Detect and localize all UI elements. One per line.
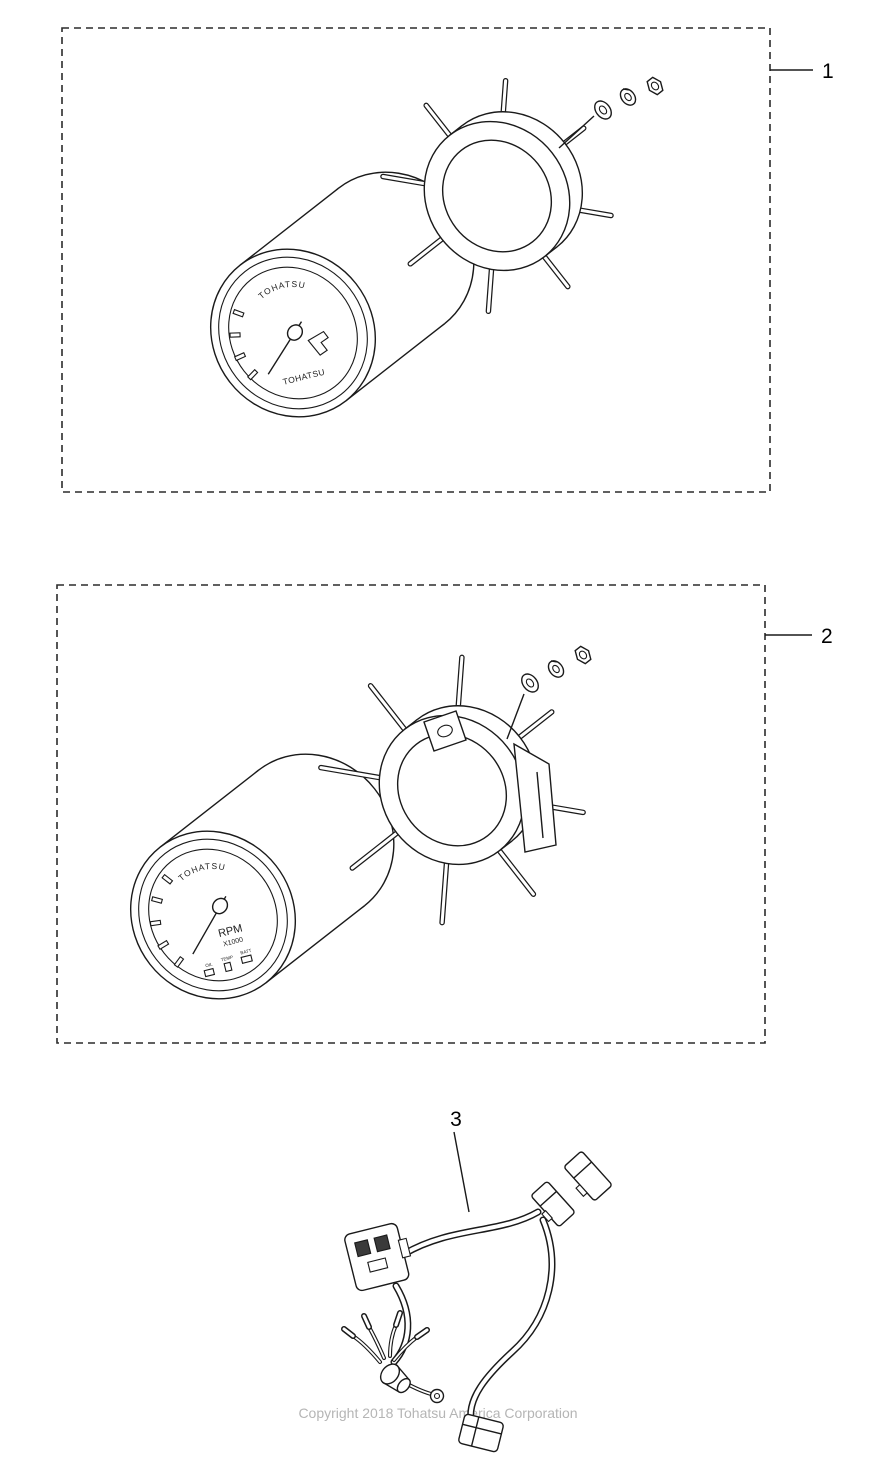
item2-fasteners: [521, 645, 592, 693]
bracket2-flange: [513, 742, 557, 853]
item3-wiring-harness: [341, 1151, 612, 1453]
bracket2-ring-hole: [396, 733, 508, 847]
item1-flat-washer: [594, 100, 612, 120]
item2-mounting-bracket: [318, 654, 586, 926]
bracket2-tab-hole: [437, 724, 453, 738]
harness-main-connector: [344, 1222, 412, 1292]
harness-spade-connector-1: [531, 1181, 575, 1227]
gauge2-dial-face: [148, 848, 278, 982]
gauge2-oil-label: OIL: [205, 962, 214, 969]
item1-mounting-bracket: [380, 77, 614, 315]
item2-flat-washer: [521, 673, 539, 693]
callout-2-label: 2: [821, 625, 833, 648]
callout-3-label: 3: [450, 1108, 462, 1131]
harness-bottom-connector: [458, 1413, 504, 1453]
trim-position-icon: [307, 330, 329, 356]
bullet-terminal-wires: [341, 1310, 430, 1364]
harness-round-plug: [379, 1363, 411, 1394]
item1-fastener-leader: [558, 115, 595, 149]
callout-1-label: 1: [822, 60, 834, 83]
item2-boundary-box: [56, 584, 766, 1044]
gauge2-batt-label: BATT: [240, 948, 252, 956]
item2-mounting-studs: [318, 654, 586, 926]
gauge2-needle-hub: [211, 897, 229, 915]
item1-spring-washer: [619, 88, 637, 106]
battery-icon: [240, 954, 253, 964]
copyright-watermark: Copyright 2018 Tohatsu America Corporati…: [298, 1405, 577, 1421]
harness-spade-connector-2: [564, 1151, 612, 1201]
item1-boundary-box: [61, 27, 771, 493]
gauge1-needle-hub: [286, 324, 304, 341]
item1-assembly: 1 TOHATSU TOHATSU: [61, 27, 834, 493]
gauge2-unit-text: RPM: [217, 922, 244, 940]
item1-hex-nut: [646, 76, 664, 96]
item2-tachometer: TOHATSU RPM X1000 OIL TEMP BATT: [129, 753, 395, 1000]
oil-icon: [203, 967, 216, 978]
gauge2-scale-text: X1000: [223, 937, 244, 949]
item2-fastener-leader: [506, 693, 525, 740]
item1-fasteners: [594, 76, 664, 120]
item2-assembly: 2 TOHATSU RPM X1000: [56, 584, 833, 1044]
temp-icon: [223, 961, 233, 973]
item2-hex-nut: [574, 645, 592, 665]
bracket1-ring-hole: [441, 139, 553, 253]
item2-spring-washer: [547, 660, 565, 678]
gauge2-temp-label: TEMP: [220, 954, 233, 962]
callout-3-leader: [453, 1131, 470, 1213]
